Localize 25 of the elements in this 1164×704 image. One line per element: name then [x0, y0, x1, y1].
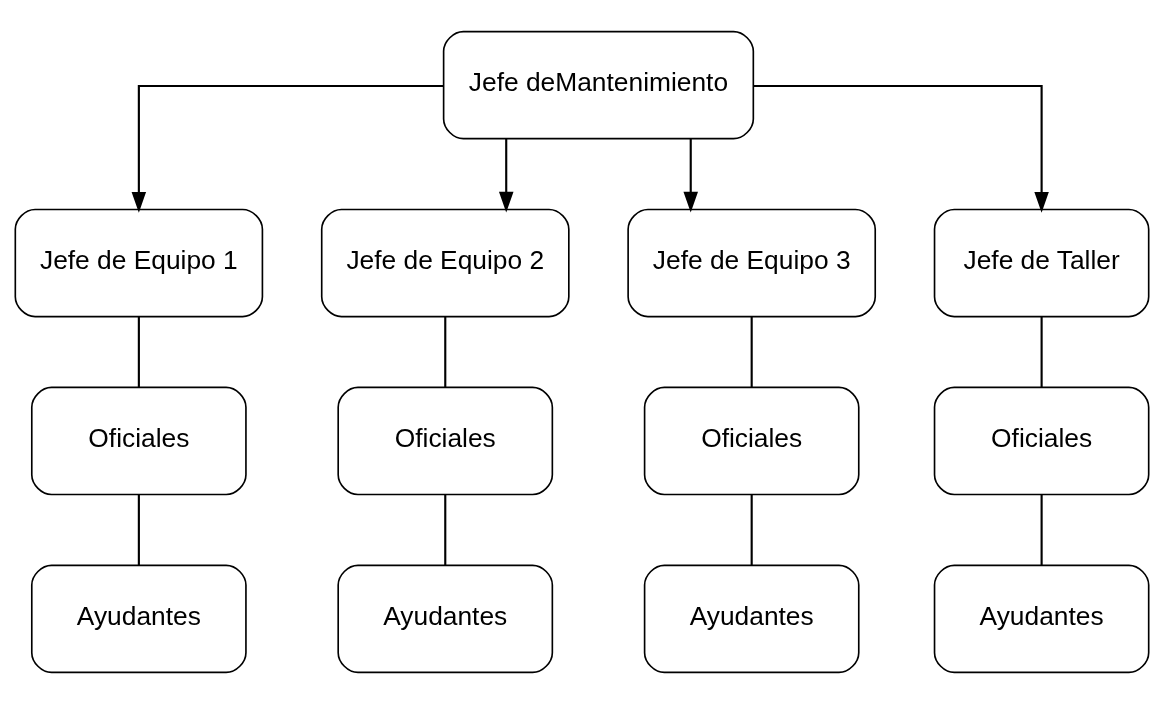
node-box: Jefe de Taller — [933, 208, 1150, 318]
connector — [750, 494, 753, 566]
node-box: Jefe de Equipo 2 — [320, 208, 570, 318]
node-box: Ayudantes — [337, 564, 554, 674]
node-box: Jefe deMantenimiento — [442, 30, 755, 140]
node-box: Ayudantes — [933, 564, 1150, 674]
arrow — [683, 139, 698, 213]
node-box: Oficiales — [933, 386, 1150, 496]
arrow — [753, 84, 1049, 213]
node-box: Jefe de Equipo 3 — [627, 208, 877, 318]
arrow — [131, 84, 444, 213]
arrow — [498, 139, 514, 213]
node-box: Ayudantes — [30, 564, 247, 674]
connector — [137, 316, 140, 388]
connector — [444, 316, 447, 388]
node-box: Jefe de Equipo 1 — [14, 208, 264, 318]
connector — [137, 494, 140, 566]
connector — [1040, 494, 1043, 566]
node-box: Oficiales — [30, 386, 247, 496]
node-box: Ayudantes — [643, 564, 860, 674]
connector — [750, 316, 753, 388]
node-box: Oficiales — [337, 386, 554, 496]
connector — [1040, 316, 1043, 388]
connector — [444, 494, 447, 566]
node-box: Oficiales — [643, 386, 860, 496]
